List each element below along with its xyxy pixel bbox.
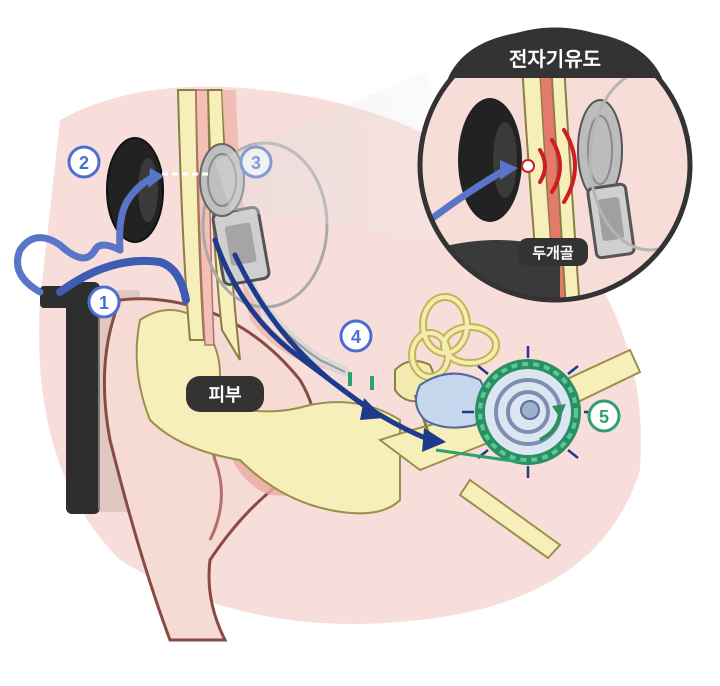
inset-title-bar (448, 30, 662, 78)
svg-text:2: 2 (79, 153, 89, 173)
marker-4: 4 (339, 319, 373, 353)
skin-label: 피부 (186, 376, 264, 412)
semicircular-canals (408, 293, 500, 381)
inset-zoom: 전자기유도 두개골 (417, 27, 693, 303)
svg-text:4: 4 (351, 327, 361, 347)
marker-2: 2 (67, 145, 101, 179)
cochlea-icon (462, 346, 596, 478)
electromagnetic-waves-icon (521, 128, 577, 204)
svg-text:5: 5 (599, 407, 609, 427)
svg-text:1: 1 (99, 293, 109, 313)
skin-label-text: 피부 (208, 385, 241, 405)
processor-cable (116, 174, 156, 254)
skull-label-text: 두개골 (532, 244, 574, 262)
zoom-beam (215, 70, 440, 240)
vestibule (415, 372, 488, 429)
electrode-markers (348, 372, 521, 464)
skull-label: 두개골 (518, 238, 588, 266)
inset-title-text: 전자기유도 (509, 48, 601, 71)
marker-1: 1 (87, 285, 121, 319)
signal-path-arrows (212, 237, 446, 452)
marker-5: 5 (587, 399, 621, 433)
